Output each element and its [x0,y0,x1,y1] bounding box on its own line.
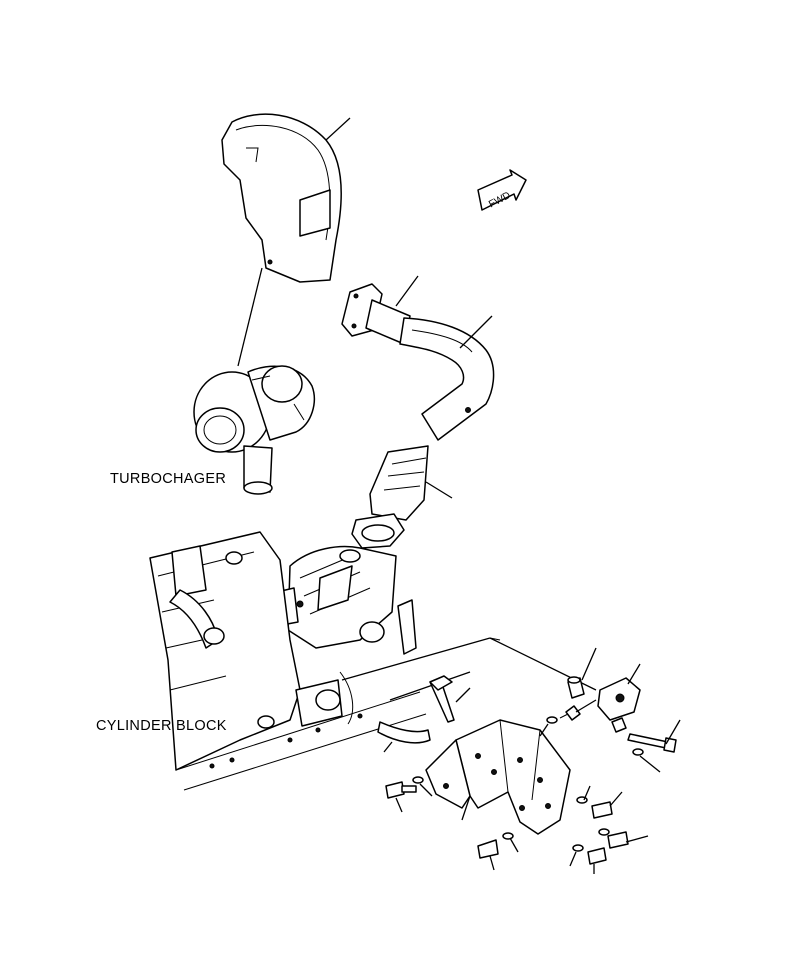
leader-line [459,315,493,349]
u-clamp [377,721,431,744]
bolt [559,705,581,721]
washer [502,832,514,840]
bolt [477,839,499,859]
leader-line [341,637,491,681]
leader-line [419,783,433,797]
frame-edge-line [489,637,501,641]
leader-line [539,723,549,737]
turbocharger-part [193,365,316,495]
leader-line [627,663,641,685]
leader-line [575,699,597,713]
leader-line [425,481,453,499]
washer [572,844,584,852]
bolt [607,831,629,849]
washer [546,716,558,724]
exhaust-pipe [341,283,495,441]
leader-line [389,671,471,701]
bolt [591,801,613,819]
leader-line [395,275,419,307]
mounting-bracket [425,719,571,835]
leader-line [383,741,393,753]
washer [412,776,424,784]
heat-shield-cover [221,113,342,283]
bolt [611,717,677,753]
cylinder-block-label: CYLINDER BLOCK [96,718,227,734]
leader-line [665,719,681,745]
washer [632,748,644,756]
turbocharger-label: TURBOCHAGER [110,471,226,487]
bolt [385,781,417,799]
washer [598,828,610,836]
small-bracket [597,677,641,721]
leader-line [583,785,591,801]
leader-line [581,647,597,681]
spacer-sleeve [567,676,585,699]
leader-line [489,855,495,871]
leader-line [461,795,471,821]
flex-bellows [351,445,429,549]
leader-line [639,755,661,773]
leader-line [569,851,577,867]
leader-line [325,117,351,141]
leader-line [509,837,519,853]
leader-line [395,797,403,813]
leader-line [609,791,623,807]
cylinder-block-part [149,531,427,791]
bolt [587,847,607,865]
leader-line [455,687,471,703]
leader-line [625,835,649,843]
fwd-arrow-icon: FWD [477,169,527,211]
leader-line [237,267,263,367]
l-pin [429,675,455,723]
